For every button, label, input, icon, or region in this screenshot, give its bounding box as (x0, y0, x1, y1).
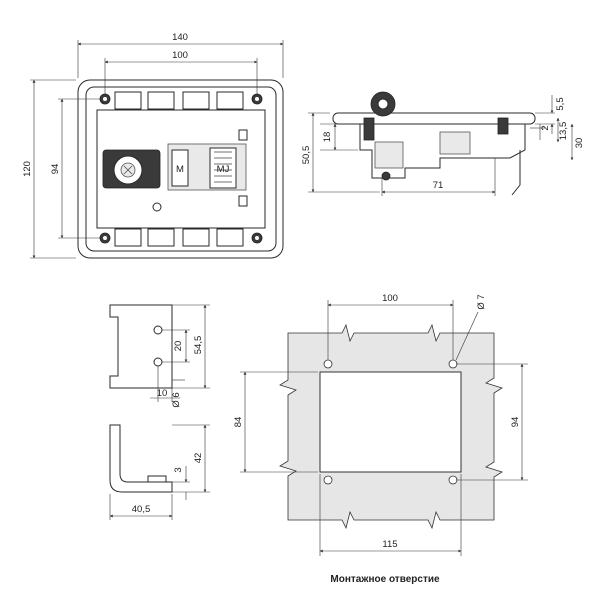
dim-cutout-115: 115 (382, 539, 397, 550)
dim-10: 10 (157, 388, 168, 399)
housing-outer (77, 79, 284, 259)
handle-mark-2: MJ (217, 164, 230, 175)
latch-mechanism: M MJ (102, 129, 248, 212)
dim-30: 30 (574, 138, 585, 149)
top-ribs (114, 91, 244, 110)
dim-5-5: 5,5 (555, 97, 566, 110)
cutout-opening (319, 371, 462, 473)
side-dimensions: 5,5 2 13,5 30 18 50,5 71 (301, 95, 585, 196)
dim-cutout-100: 100 (382, 293, 398, 304)
dim-2: 2 (540, 125, 551, 130)
mount-hole-1 (323, 359, 333, 369)
dim-height-94: 94 (50, 164, 61, 175)
cutout-dimensions: 100 Ø 7 84 94 115 (233, 293, 528, 556)
corner-screws (99, 93, 263, 244)
dim-71: 71 (433, 180, 444, 191)
bracket-dimensions: 54,5 20 10 Ø 6 (150, 304, 210, 408)
dim-40-5: 40,5 (132, 504, 151, 515)
dim-height-120: 120 (22, 161, 33, 177)
dim-42: 42 (193, 453, 204, 464)
side-block (374, 141, 404, 169)
handle-mark-1: M (176, 164, 184, 175)
mount-hole-2 (448, 359, 458, 369)
mount-hole-3 (323, 475, 333, 485)
dim-54-5: 54,5 (193, 336, 204, 355)
mounting-cutout-view: 100 Ø 7 84 94 115 Монтажное отверстие (233, 293, 528, 585)
front-dimensions: 140 100 120 94 (22, 32, 284, 259)
dim-cutout-94: 94 (510, 417, 521, 428)
side-view: 5,5 2 13,5 30 18 50,5 71 (301, 91, 585, 196)
mount-hole-4 (448, 475, 458, 485)
dim-width-140: 140 (172, 32, 188, 43)
cutout-caption: Монтажное отверстие (330, 574, 440, 585)
bracket-side-dimensions: 42 3 40,5 (109, 424, 210, 520)
dim-width-100: 100 (172, 50, 188, 61)
dim-cutout-84: 84 (233, 417, 244, 428)
housing-inner (85, 86, 277, 252)
bracket-outline (109, 304, 173, 389)
dim-13-5: 13,5 (558, 122, 569, 141)
dim-18: 18 (322, 132, 333, 143)
dim-hole-6: Ø 6 (171, 392, 182, 407)
bracket-top-view: 54,5 20 10 Ø 6 (109, 304, 210, 408)
dim-50-5: 50,5 (301, 146, 312, 165)
dim-20: 20 (173, 341, 184, 352)
bottom-ribs (114, 228, 244, 247)
dim-3: 3 (173, 467, 184, 472)
dim-hole-7: Ø 7 (476, 294, 487, 309)
bracket-side-view: 42 3 40,5 (109, 424, 210, 520)
front-view: M MJ 140 100 120 94 (22, 32, 284, 259)
